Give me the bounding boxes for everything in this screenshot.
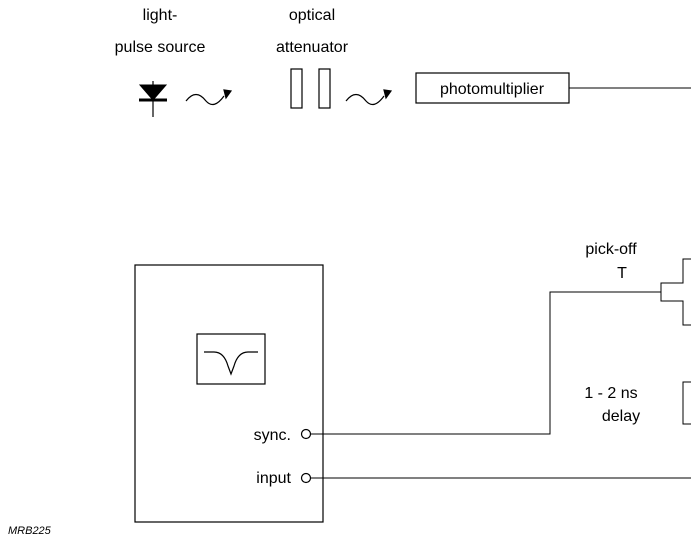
oscilloscope-screen: [196, 333, 266, 385]
attenuator-slab-left: [290, 68, 303, 109]
photomultiplier-label: photomultiplier: [440, 81, 545, 98]
light-source-label-line2: pulse source: [115, 39, 206, 56]
input-connector: [300, 472, 312, 484]
light-source-label-line1: light-: [143, 7, 178, 24]
delay-label-line2: delay: [602, 408, 640, 425]
pulse-waveform-icon: [204, 351, 258, 376]
attenuator-label-line1: optical: [289, 7, 335, 24]
pickoff-label-line2: T: [617, 265, 627, 282]
diode-icon: [138, 81, 168, 117]
sync-label: sync.: [254, 427, 291, 444]
pickoff-label-line1: pick-off: [585, 241, 637, 258]
sync-connector: [300, 428, 312, 440]
figure-reference: MRB225: [8, 525, 52, 537]
attenuator-slab-right: [318, 68, 331, 109]
sync-cable: [311, 291, 661, 435]
attenuator-label-line2: attenuator: [276, 39, 349, 56]
input-label: input: [256, 470, 291, 487]
light-wave-icon: [185, 89, 233, 106]
light-wave-icon: [345, 89, 393, 106]
delay-box-edge: [682, 381, 691, 425]
oscilloscope-body: [134, 264, 324, 523]
delay-label-line1: 1 - 2 ns: [584, 385, 637, 402]
pickoff-t-connector: [660, 258, 691, 326]
